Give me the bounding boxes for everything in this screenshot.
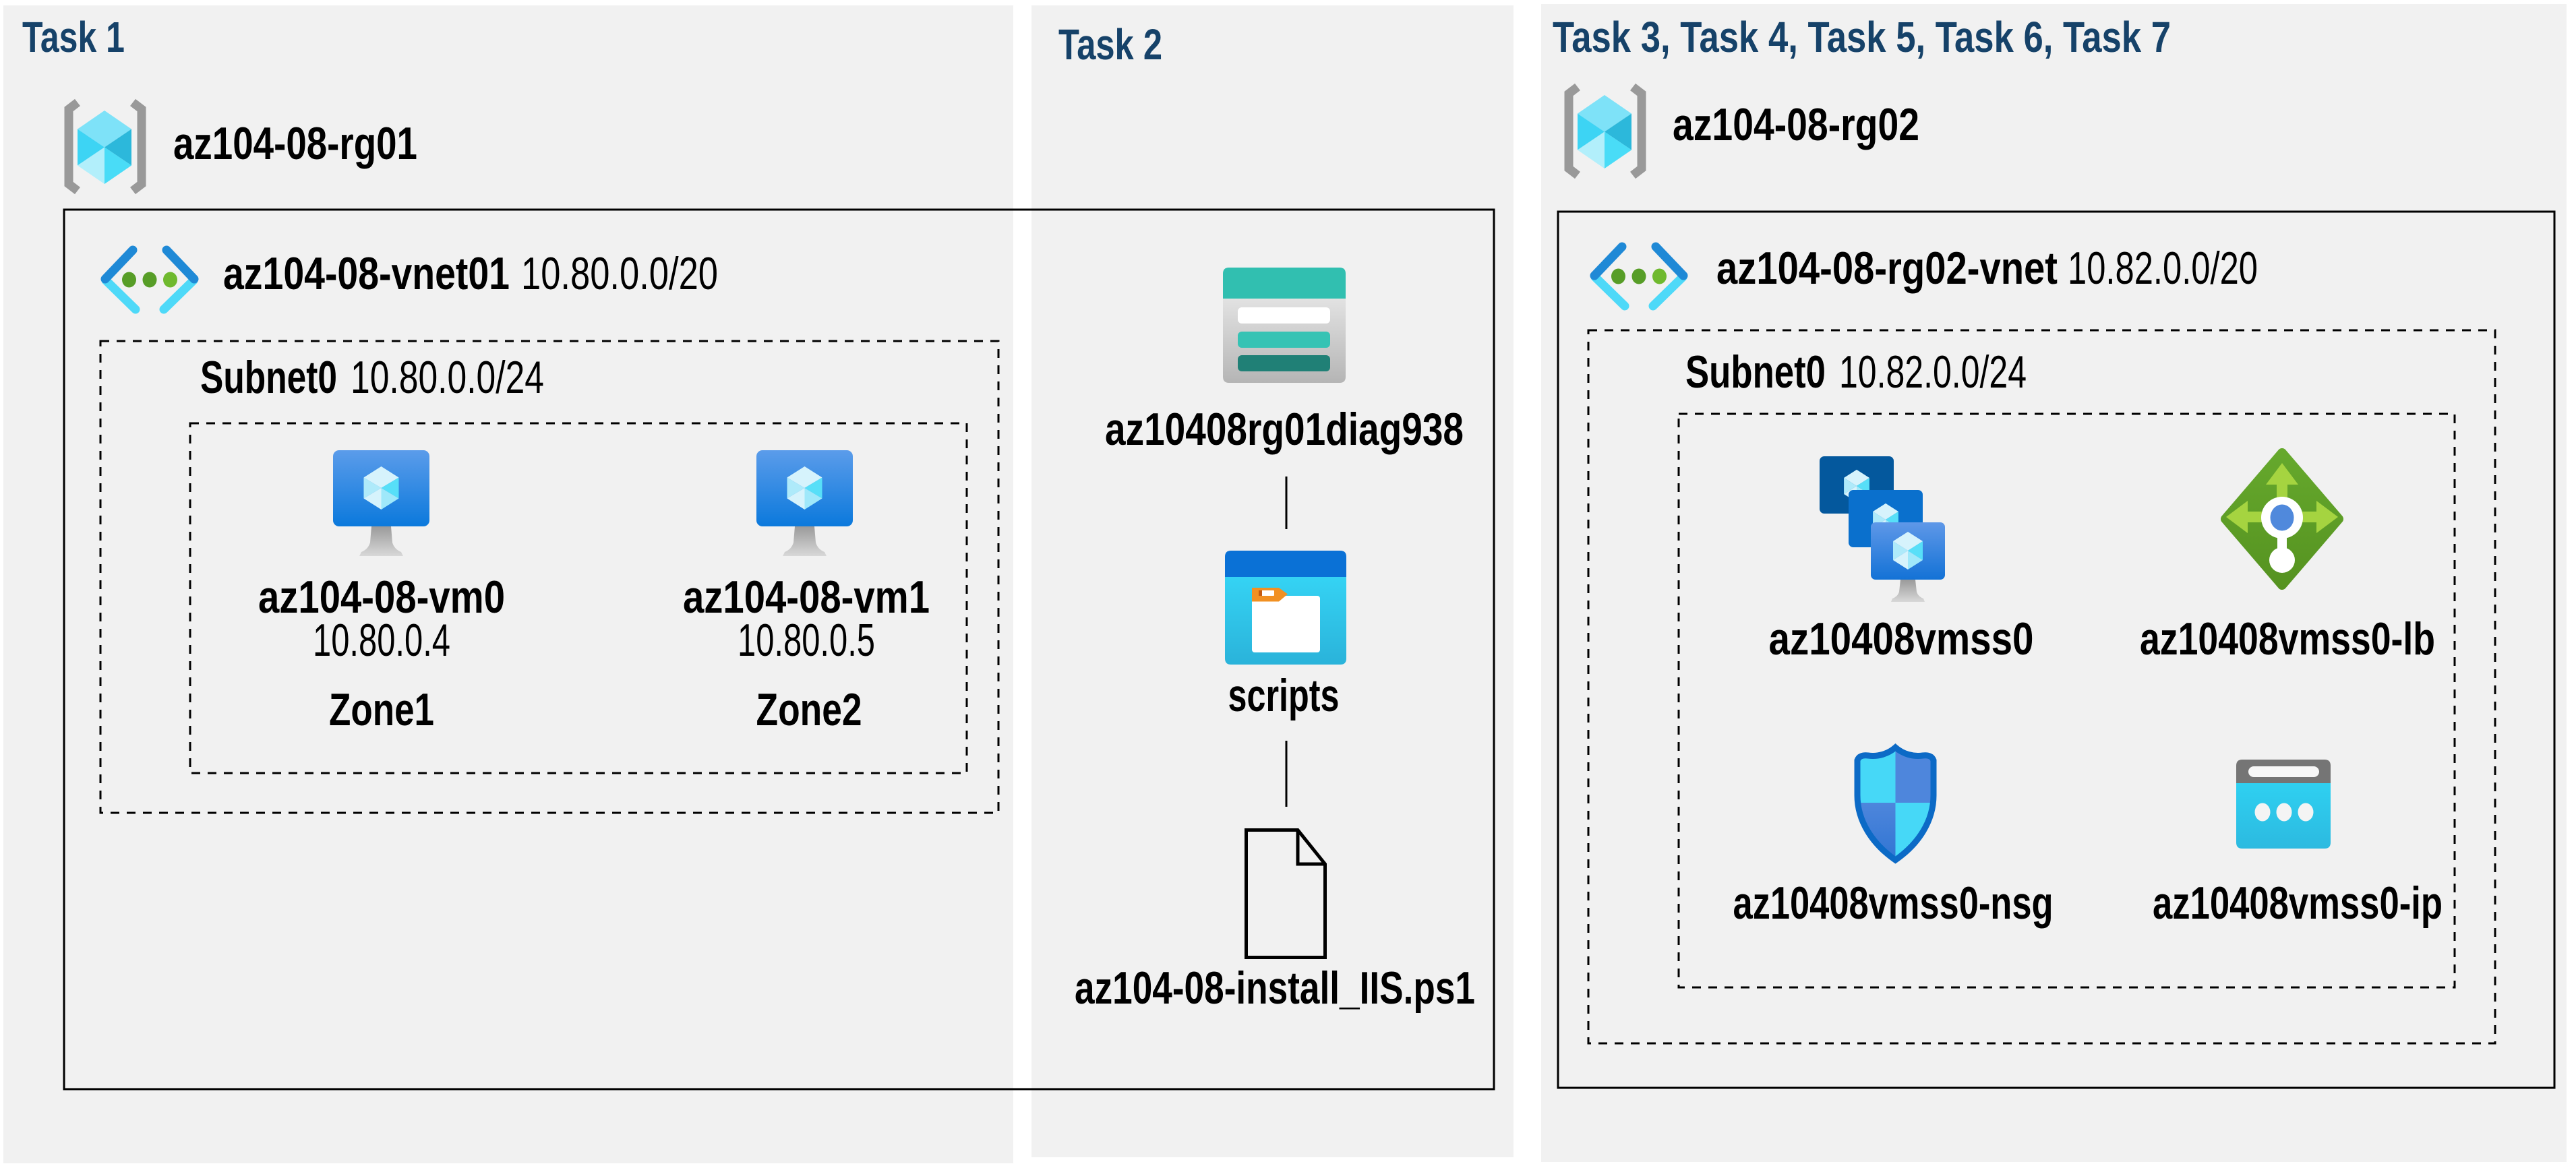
svg-text:az10408vmss0-lb: az10408vmss0-lb xyxy=(2140,613,2435,665)
svg-text:10.82.0.0/24: 10.82.0.0/24 xyxy=(1839,346,2027,398)
svg-text:10.80.0.4: 10.80.0.4 xyxy=(313,615,450,666)
svg-text:10.80.0.0/24: 10.80.0.0/24 xyxy=(351,352,544,403)
svg-text:az104-08-install_IIS.ps1: az104-08-install_IIS.ps1 xyxy=(1075,962,1475,1014)
svg-text:az104-08-rg01: az104-08-rg01 xyxy=(173,118,417,169)
svg-text:az104-08-rg02: az104-08-rg02 xyxy=(1673,99,1919,150)
svg-text:az10408vmss0-ip: az10408vmss0-ip xyxy=(2153,878,2443,929)
svg-text:10.82.0.0/20: 10.82.0.0/20 xyxy=(2068,243,2258,294)
svg-text:Task 1: Task 1 xyxy=(22,13,125,61)
svg-text:az10408vmss0: az10408vmss0 xyxy=(1769,613,2034,665)
svg-text:az10408vmss0-nsg: az10408vmss0-nsg xyxy=(1733,878,2054,929)
svg-text:10.80.0.0/20: 10.80.0.0/20 xyxy=(521,248,718,299)
svg-text:az104-08-vm0: az104-08-vm0 xyxy=(258,572,505,623)
svg-text:Subnet0: Subnet0 xyxy=(200,352,337,403)
svg-text:Task 2: Task 2 xyxy=(1058,20,1162,69)
svg-text:Zone2: Zone2 xyxy=(756,684,862,735)
svg-text:az104-08-vnet01: az104-08-vnet01 xyxy=(223,248,510,299)
svg-text:scripts: scripts xyxy=(1228,670,1340,721)
svg-text:Subnet0: Subnet0 xyxy=(1685,346,1826,398)
svg-text:az10408rg01diag938: az10408rg01diag938 xyxy=(1105,404,1464,455)
svg-text:az104-08-rg02-vnet: az104-08-rg02-vnet xyxy=(1716,243,2058,294)
svg-text:Zone1: Zone1 xyxy=(329,684,434,735)
svg-text:az104-08-vm1: az104-08-vm1 xyxy=(683,572,930,623)
svg-text:Task 3, Task 4, Task 5, Task 6: Task 3, Task 4, Task 5, Task 6, Task 7 xyxy=(1553,13,2171,61)
svg-text:10.80.0.5: 10.80.0.5 xyxy=(738,615,875,666)
